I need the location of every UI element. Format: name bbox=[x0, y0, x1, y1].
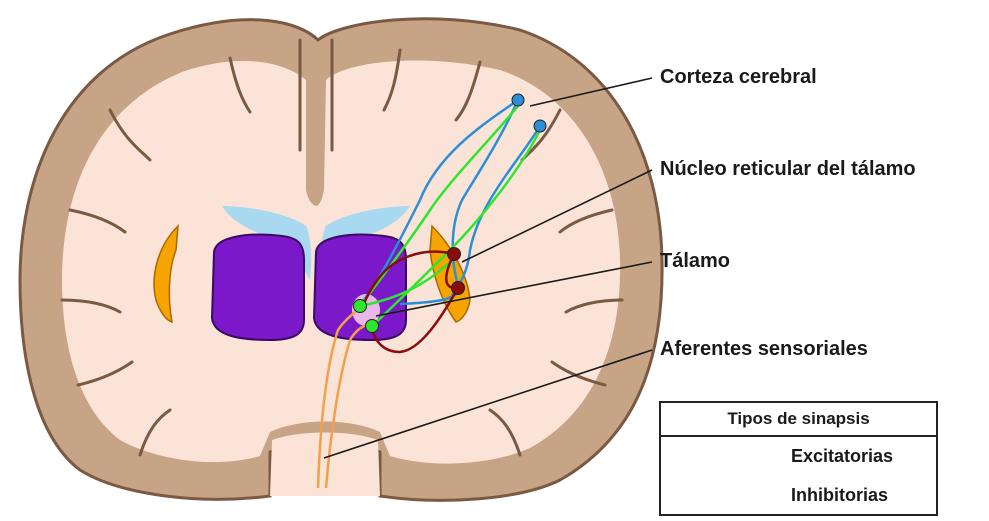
legend-excitatory-label: Excitatorias bbox=[791, 446, 893, 467]
cortical-neuron-2 bbox=[534, 120, 546, 132]
label-afferents: Aferentes sensoriales bbox=[660, 338, 868, 361]
legend-divider bbox=[661, 435, 936, 437]
synapse-legend: Tipos de sinapsis Excitatorias Inhibitor… bbox=[659, 401, 938, 516]
label-reticular-nucleus: Núcleo reticular del tálamo bbox=[660, 158, 916, 181]
cortical-neuron-1 bbox=[512, 94, 524, 106]
reticular-neuron-2 bbox=[452, 282, 465, 295]
reticular-neuron-1 bbox=[448, 248, 461, 261]
legend-title: Tipos de sinapsis bbox=[661, 409, 936, 429]
thalamic-neuron-2 bbox=[366, 320, 379, 333]
label-thalamus: Tálamo bbox=[660, 250, 730, 273]
thalamic-neuron-1 bbox=[354, 300, 367, 313]
label-cortex: Corteza cerebral bbox=[660, 66, 817, 89]
legend-inhibitory-label: Inhibitorias bbox=[791, 485, 888, 506]
